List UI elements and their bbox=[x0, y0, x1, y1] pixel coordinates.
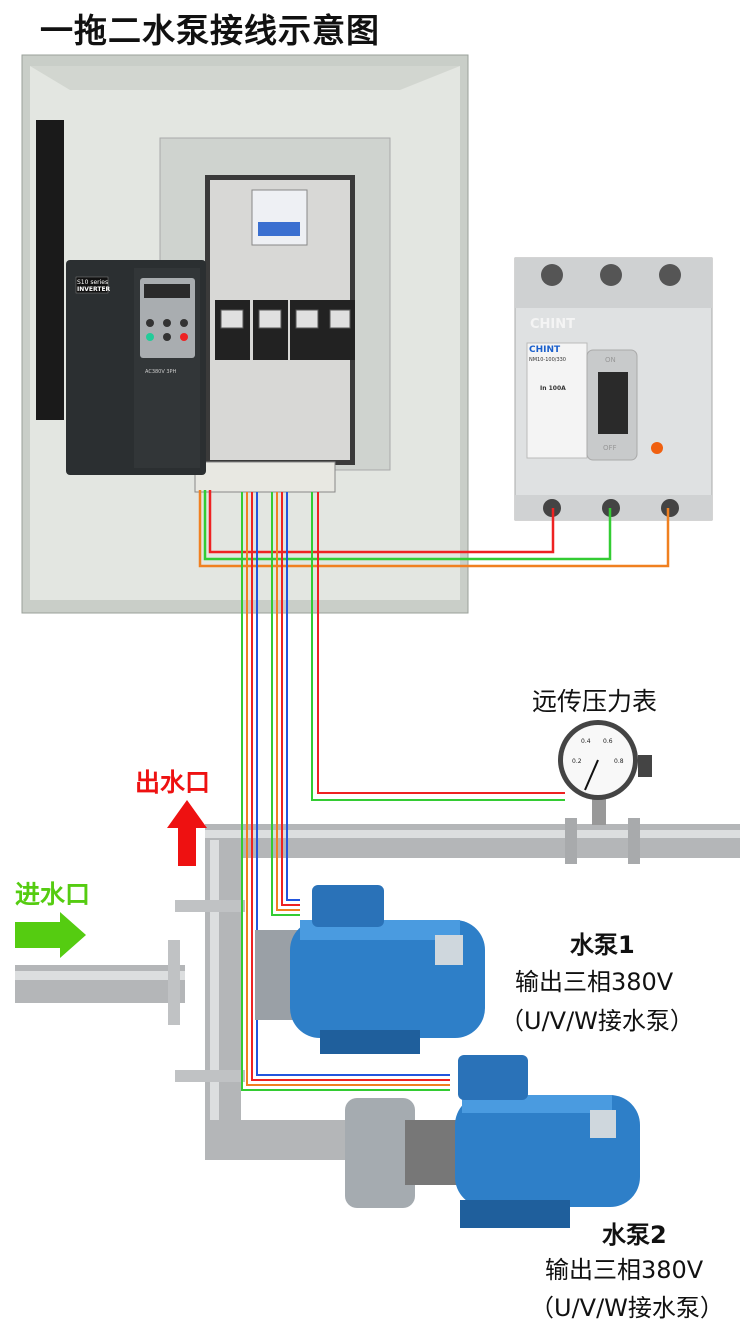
gauge-tick-3: 0.8 bbox=[614, 758, 624, 765]
breaker-off: OFF bbox=[603, 444, 617, 452]
breaker-on: ON bbox=[605, 356, 616, 364]
gauge-tick-1: 0.4 bbox=[581, 738, 591, 745]
inverter-brand: INVERTER bbox=[77, 286, 111, 293]
pump1-note: （U/V/W接水泵） bbox=[500, 1007, 694, 1035]
control-cabinet bbox=[21, 54, 469, 614]
page-title: 一拖二水泵接线示意图 bbox=[40, 11, 380, 50]
inverter bbox=[66, 260, 206, 475]
outlet-label: 出水口 bbox=[135, 768, 211, 797]
inverter-rating: AC380V 3PH bbox=[145, 369, 177, 375]
pump-2 bbox=[345, 1055, 640, 1228]
gauge-tick-0: 0.2 bbox=[572, 758, 582, 765]
breaker-current: In 100A bbox=[540, 385, 566, 392]
inverter-series: S10 series bbox=[77, 279, 109, 286]
inlet-label: 进水口 bbox=[15, 880, 91, 909]
breaker-brand: CHINT bbox=[529, 345, 561, 355]
pump1-output: 输出三相380V bbox=[515, 968, 674, 996]
contactors bbox=[215, 300, 355, 360]
terminal-block bbox=[194, 461, 336, 493]
pump2-output: 输出三相380V bbox=[545, 1256, 704, 1284]
outlet-arrow-icon bbox=[167, 800, 207, 866]
pump1-name: 水泵1 bbox=[570, 931, 635, 959]
power-wires bbox=[198, 490, 670, 568]
circuit-breaker bbox=[514, 257, 713, 521]
pressure-gauge bbox=[558, 720, 652, 825]
main-switch bbox=[251, 189, 308, 246]
pump-1 bbox=[255, 885, 485, 1054]
breaker-brand-emboss: CHINT bbox=[530, 317, 576, 332]
gauge-tick-2: 0.6 bbox=[603, 738, 613, 745]
pump2-name: 水泵2 bbox=[602, 1221, 667, 1249]
motor-wires bbox=[241, 492, 565, 1091]
inlet-arrow-icon bbox=[15, 912, 86, 958]
breaker-model: NM10-100/330 bbox=[529, 357, 566, 363]
pump2-note: （U/V/W接水泵） bbox=[530, 1294, 724, 1322]
gauge-label: 远传压力表 bbox=[532, 687, 658, 716]
